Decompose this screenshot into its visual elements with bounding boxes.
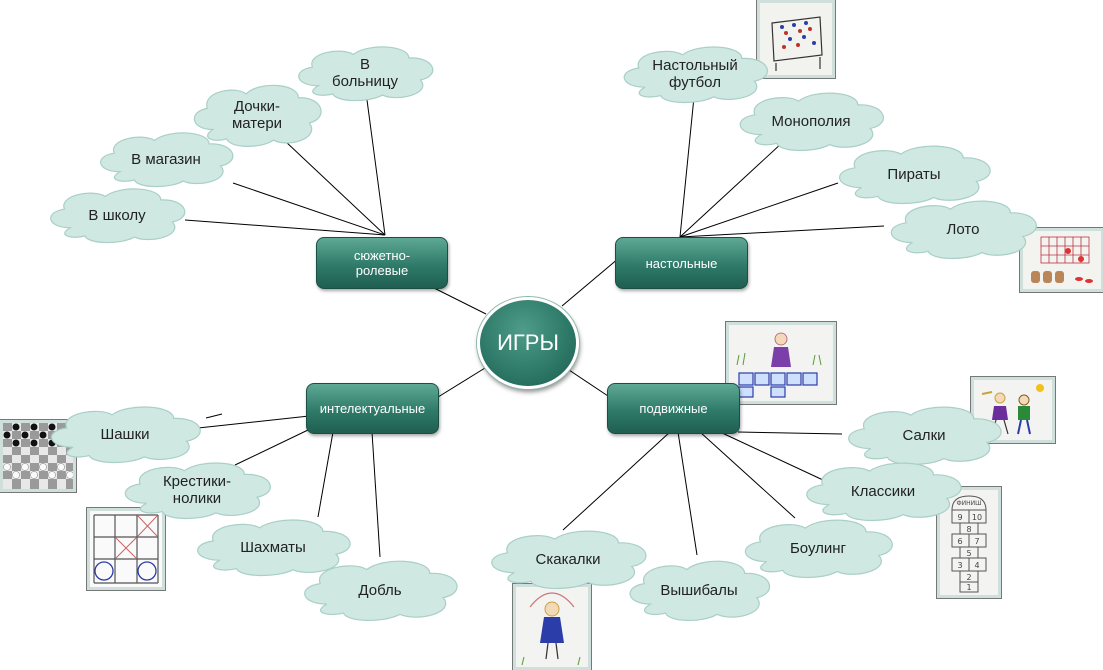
leaf-klassiki[interactable]: Классики [799, 460, 967, 522]
hop-cell: 2 [966, 573, 971, 582]
cloud-shape [738, 517, 898, 579]
category-intellectual[interactable]: интелектуальные [306, 383, 439, 434]
hop-cell: 1 [966, 583, 971, 592]
cloud-shape [617, 44, 773, 104]
category-board-games[interactable]: настольные [615, 237, 748, 289]
tag-kids-photo [971, 377, 1055, 443]
hop-cell: 6 [957, 537, 962, 546]
category-role-play[interactable]: сюжетно- ролевые [316, 237, 448, 289]
cloud-shape [884, 198, 1042, 260]
cloud-shape [118, 460, 276, 520]
leaf-checkers[interactable]: Шашки [44, 404, 206, 464]
girl-hopscotch-drawing-icon [729, 325, 833, 401]
tictactoe-grid-icon [90, 511, 162, 587]
foosball-photo [757, 0, 835, 78]
cloud-shape [841, 404, 1007, 466]
hop-cell: 8 [966, 525, 971, 534]
loto-photo [1020, 228, 1103, 292]
cloud-shape [94, 130, 238, 188]
cloud-shape [190, 517, 356, 577]
hopscotch-girl-photo [726, 322, 836, 404]
hopscotch-grid-icon: ФИНИШ 9 10 8 6 7 5 3 4 2 1 [940, 490, 998, 595]
loto-drawing-icon [1023, 231, 1101, 289]
cloud-shape [44, 186, 190, 244]
leaf-shop[interactable]: В магазин [94, 130, 238, 188]
hop-cell: 4 [974, 561, 979, 570]
category-mobile[interactable]: подвижные [607, 383, 740, 434]
hop-cell: 10 [972, 513, 982, 522]
leaf-tictactoe[interactable]: Крестики- нолики [118, 460, 276, 520]
hop-cell: 3 [957, 561, 962, 570]
leaf-salki[interactable]: Салки [841, 404, 1007, 466]
cloud-shape [484, 528, 652, 590]
cloud-shape [799, 460, 967, 522]
cloud-shape [623, 558, 775, 622]
tictactoe-photo [87, 508, 165, 590]
cloud-shape [297, 558, 463, 622]
cloud-shape [733, 90, 889, 152]
cloud-shape [292, 44, 438, 102]
center-node-games[interactable]: ИГРЫ [477, 297, 579, 389]
cloud-shape [832, 143, 996, 205]
leaf-dobble[interactable]: Добль [297, 558, 463, 622]
leaf-skakalki[interactable]: Скакалки [484, 528, 652, 590]
cloud-shape [188, 82, 326, 148]
cloud-shape [44, 404, 206, 464]
hop-cell: 9 [957, 513, 962, 522]
hop-cell: 5 [966, 549, 971, 558]
leaf-loto[interactable]: Лото [884, 198, 1042, 260]
jumprope-photo [513, 584, 591, 670]
hop-cell: 7 [974, 537, 979, 546]
girl-jumprope-drawing-icon [516, 587, 588, 667]
foosball-drawing-icon [760, 3, 832, 75]
finish-label: ФИНИШ [956, 500, 981, 507]
leaf-school[interactable]: В школу [44, 186, 190, 244]
leaf-pirates[interactable]: Пираты [832, 143, 996, 205]
